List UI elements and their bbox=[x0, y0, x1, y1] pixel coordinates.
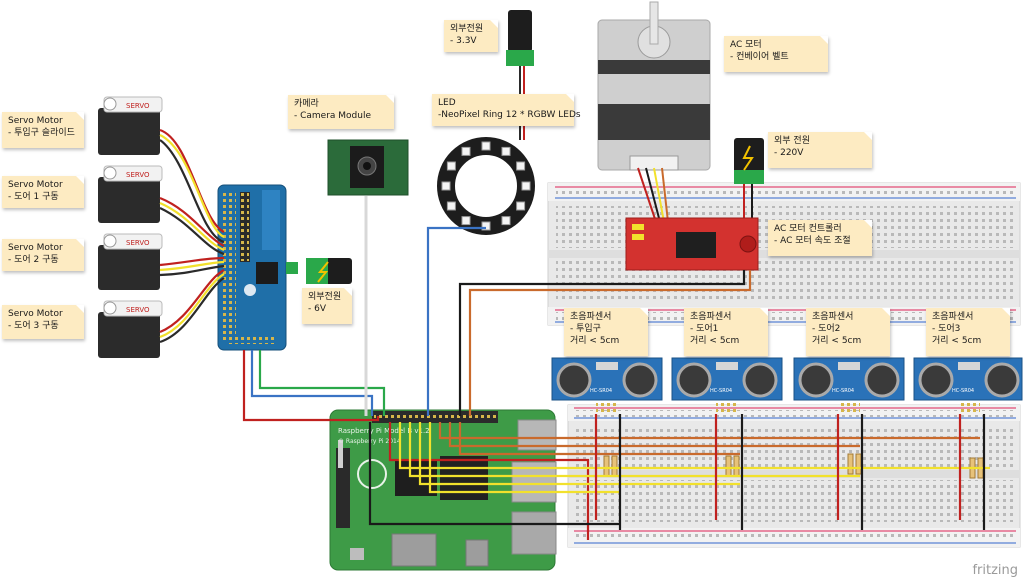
servo-driver-board bbox=[217, 184, 287, 351]
note-us2-title: 초음파센서 bbox=[690, 312, 732, 322]
led-pixel bbox=[501, 146, 511, 156]
power-supply-220v bbox=[734, 138, 764, 220]
servo-1-label: SERVO bbox=[126, 102, 150, 110]
note-camera: 카메라 - Camera Module bbox=[288, 95, 394, 129]
note-us4-place: - 도어3 bbox=[932, 324, 961, 334]
note-us3-title: 초음파센서 bbox=[812, 312, 854, 322]
led-pixel bbox=[441, 181, 451, 191]
led-pixels bbox=[441, 141, 531, 231]
servo-motor-2: SERVO bbox=[98, 165, 163, 223]
pi-model-label: Raspberry Pi Model B v1.2 bbox=[338, 427, 430, 435]
note-us1-range: 거리 < 5cm bbox=[570, 336, 620, 346]
servo-4-label: SERVO bbox=[126, 306, 150, 314]
note-ac-controller-desc: - AC 모터 속도 조절 bbox=[774, 236, 851, 246]
note-servo-1-desc: - 투입구 슬라이드 bbox=[8, 128, 75, 138]
servo-motor-3: SERVO bbox=[98, 233, 163, 290]
note-us3-place: - 도어2 bbox=[812, 324, 841, 334]
led-pixel bbox=[521, 181, 531, 191]
ac-motor-controller bbox=[625, 217, 759, 271]
led-pixel bbox=[481, 141, 491, 151]
note-ultrasonic-2: 초음파센서 - 도어1 거리 < 5cm bbox=[684, 308, 768, 356]
note-camera-desc: - Camera Module bbox=[294, 111, 372, 121]
servo-2-label: SERVO bbox=[126, 171, 150, 179]
sensor-4-label: HC-SR04 bbox=[952, 388, 974, 394]
note-camera-title: 카메라 bbox=[294, 99, 319, 109]
ac-motor bbox=[597, 1, 711, 171]
note-servo-2-title: Servo Motor bbox=[8, 180, 63, 190]
note-servo-4-desc: - 도어 3 구동 bbox=[8, 321, 59, 331]
note-power-220v-title: 외부 전원 bbox=[774, 136, 810, 146]
servo-motor-1: SERVO bbox=[98, 96, 163, 155]
note-us4-range: 거리 < 5cm bbox=[932, 336, 982, 346]
note-servo-2: Servo Motor - 도어 1 구동 bbox=[2, 176, 84, 208]
ultrasonic-sensor-4: HC-SR04 bbox=[913, 357, 1023, 414]
servo-3-label: SERVO bbox=[126, 239, 150, 247]
note-power-3v3-desc: - 3.3V bbox=[450, 36, 477, 46]
note-us4-title: 초음파센서 bbox=[932, 312, 974, 322]
note-power-3v3-title: 외부전원 bbox=[450, 24, 484, 34]
note-power-3v3: 외부전원 - 3.3V bbox=[444, 20, 498, 52]
note-servo-4: Servo Motor - 도어 3 구동 bbox=[2, 305, 84, 339]
note-led: LED -NeoPixel Ring 12 * RGBW LEDs bbox=[432, 94, 581, 126]
note-ac-controller-title: AC 모터 컨트롤러 bbox=[774, 224, 842, 234]
signal-wires bbox=[242, 196, 990, 540]
note-power-220v-desc: - 220V bbox=[774, 148, 804, 158]
note-servo-3-title: Servo Motor bbox=[8, 243, 63, 253]
note-power-6v: 외부전원 - 6V bbox=[302, 288, 352, 324]
note-power-6v-title: 외부전원 bbox=[308, 292, 342, 302]
led-pixel bbox=[446, 161, 456, 171]
sensor-2-label: HC-SR04 bbox=[710, 388, 732, 394]
note-us3-range: 거리 < 5cm bbox=[812, 336, 862, 346]
led-ring bbox=[437, 137, 535, 235]
note-ac-motor-title: AC 모터 bbox=[730, 40, 762, 50]
note-us1-place: - 투입구 bbox=[570, 324, 601, 334]
note-ultrasonic-4: 초음파센서 - 도어3 거리 < 5cm bbox=[926, 308, 1010, 356]
note-servo-3-desc: - 도어 2 구동 bbox=[8, 255, 59, 265]
ultrasonic-sensor-2: HC-SR04 bbox=[671, 357, 783, 414]
note-ac-motor: AC 모터 - 컨베이어 벨트 bbox=[724, 36, 828, 72]
ultrasonic-sensor-3: HC-SR04 bbox=[793, 357, 905, 414]
led-pixel bbox=[461, 146, 471, 156]
sensor-3-label: HC-SR04 bbox=[832, 388, 854, 394]
ultrasonic-sensor-1: HC-SR04 bbox=[551, 357, 663, 414]
led-pixel bbox=[446, 201, 456, 211]
note-ultrasonic-3: 초음파센서 - 도어2 거리 < 5cm bbox=[806, 308, 890, 356]
raspberry-pi-board: Raspberry Pi Model B v1.2 © Raspberry Pi… bbox=[329, 409, 557, 571]
camera-module bbox=[327, 139, 409, 196]
note-led-title: LED bbox=[438, 98, 456, 108]
note-servo-3: Servo Motor - 도어 2 구동 bbox=[2, 239, 84, 271]
note-us1-title: 초음파센서 bbox=[570, 312, 612, 322]
ac-motor-wires bbox=[637, 167, 669, 223]
note-us2-place: - 도어1 bbox=[690, 324, 719, 334]
note-servo-1-title: Servo Motor bbox=[8, 116, 63, 126]
power-jack-6v bbox=[286, 258, 352, 284]
note-ultrasonic-1: 초음파센서 - 투입구 거리 < 5cm bbox=[564, 308, 648, 356]
led-pixel bbox=[461, 216, 471, 226]
servo-motor-4: SERVO bbox=[98, 300, 163, 358]
led-pixel bbox=[501, 216, 511, 226]
note-led-desc: -NeoPixel Ring 12 * RGBW LEDs bbox=[438, 110, 581, 120]
note-power-6v-desc: - 6V bbox=[308, 304, 326, 314]
led-pixel bbox=[481, 221, 491, 231]
note-ac-motor-desc: - 컨베이어 벨트 bbox=[730, 52, 789, 62]
note-servo-4-title: Servo Motor bbox=[8, 309, 63, 319]
fritzing-watermark: fritzing bbox=[972, 563, 1018, 578]
note-servo-2-desc: - 도어 1 구동 bbox=[8, 192, 59, 202]
note-servo-1: Servo Motor - 투입구 슬라이드 bbox=[2, 112, 84, 148]
led-pixel bbox=[516, 161, 526, 171]
servo-wires bbox=[159, 128, 225, 344]
note-power-220v: 외부 전원 - 220V bbox=[768, 132, 872, 168]
led-pixel bbox=[516, 201, 526, 211]
note-us2-range: 거리 < 5cm bbox=[690, 336, 740, 346]
sensor-1-label: HC-SR04 bbox=[590, 388, 612, 394]
note-ac-controller: AC 모터 컨트롤러 - AC 모터 속도 조절 bbox=[768, 220, 872, 256]
